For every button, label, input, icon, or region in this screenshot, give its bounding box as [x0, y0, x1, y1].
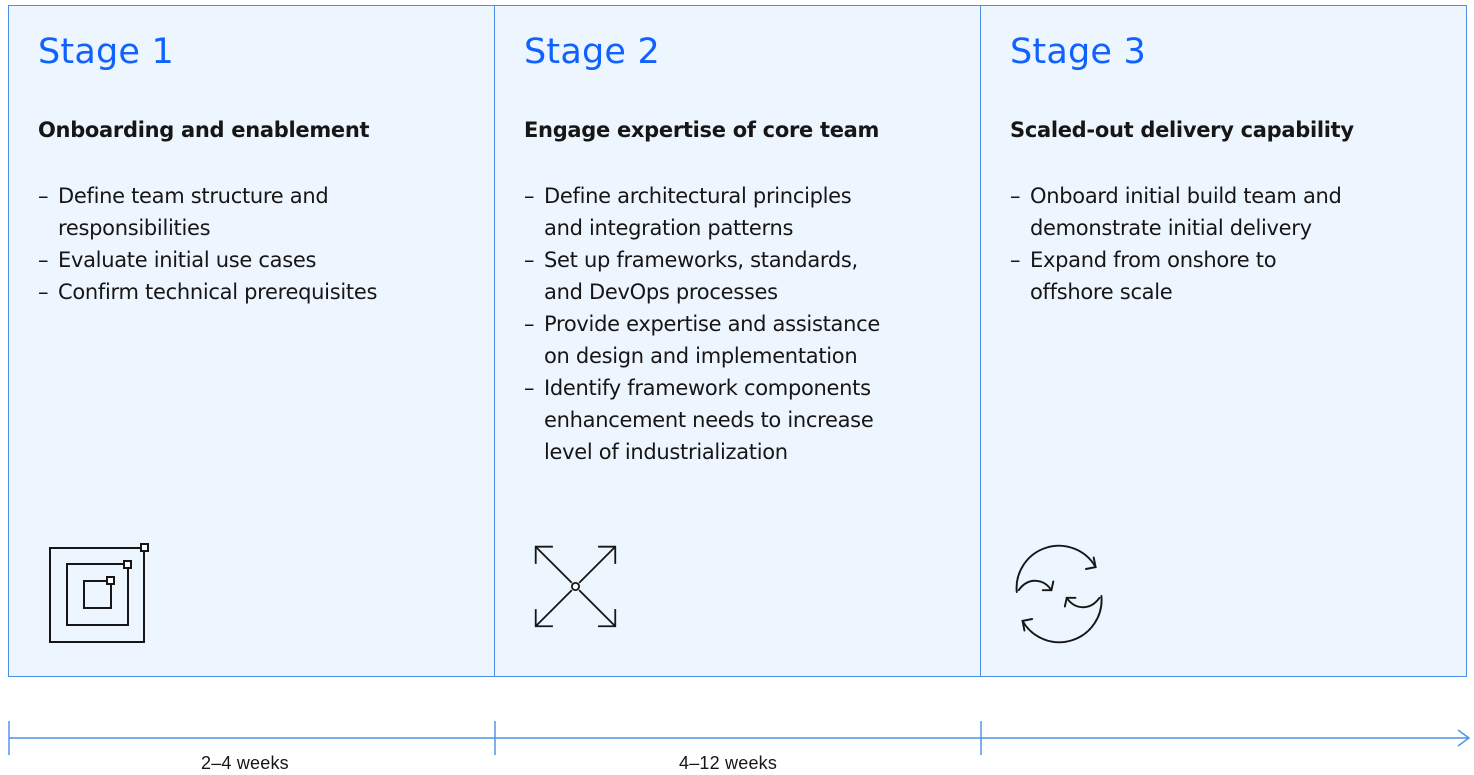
list-item: Onboard initial build team and demonstra… — [1010, 180, 1390, 244]
list-item: Define team structure and responsibiliti… — [38, 180, 348, 244]
stage-subtitle: Onboarding and enablement — [38, 118, 370, 142]
list-item: Identify framework components enhancemen… — [524, 372, 904, 468]
list-item: Define architectural principles and inte… — [524, 180, 874, 244]
stages-panel: Stage 1 Onboarding and enablement Define… — [8, 5, 1467, 677]
stage-title: Stage 3 — [1010, 32, 1146, 72]
stage-2-column: Stage 2 Engage expertise of core team De… — [494, 6, 980, 676]
stage-item-list: Onboard initial build team and demonstra… — [1010, 180, 1438, 308]
stage-item-list: Define architectural principles and inte… — [524, 180, 952, 468]
stage-title: Stage 1 — [38, 32, 174, 72]
cycle-arrows-icon — [1015, 544, 1103, 644]
list-item: Evaluate initial use cases — [38, 244, 466, 276]
stage-1-column: Stage 1 Onboarding and enablement Define… — [9, 6, 494, 676]
stage-title: Stage 2 — [524, 32, 660, 72]
stage-2-duration: 4–12 weeks — [679, 753, 778, 773]
stage-subtitle: Engage expertise of core team — [524, 118, 880, 142]
list-item: Confirm technical prerequisites — [38, 276, 466, 308]
expand-arrows-icon — [534, 545, 617, 628]
stage-1-duration: 2–4 weeks — [201, 753, 289, 773]
nested-squares-icon — [49, 543, 149, 643]
list-item: Set up frameworks, standards, and DevOps… — [524, 244, 874, 308]
timeline-axis — [8, 721, 1471, 755]
stage-3-column: Stage 3 Scaled-out delivery capability O… — [980, 6, 1466, 676]
stage-subtitle: Scaled-out delivery capability — [1010, 118, 1354, 142]
stage-item-list: Define team structure and responsibiliti… — [38, 180, 466, 308]
list-item: Provide expertise and assistance on desi… — [524, 308, 904, 372]
list-item: Expand from onshore to offshore scale — [1010, 244, 1320, 308]
